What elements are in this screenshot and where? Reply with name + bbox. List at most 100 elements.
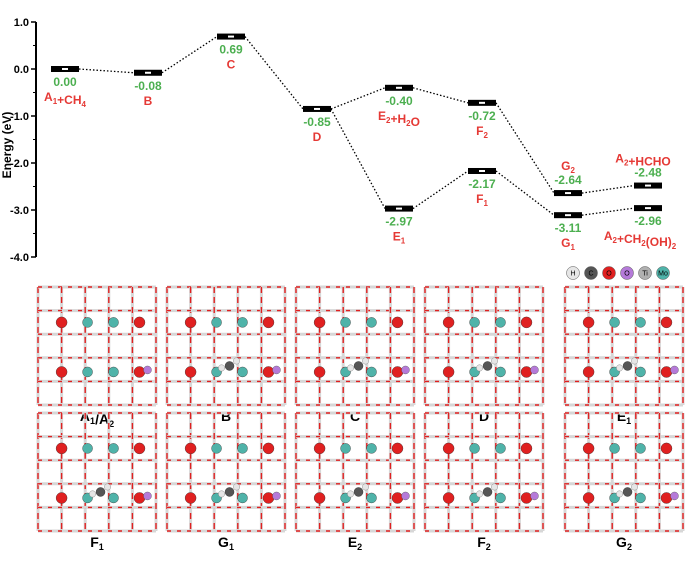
o-atom xyxy=(442,442,455,455)
state-label-E2H2O: E2+H2O xyxy=(378,109,420,129)
h-atom xyxy=(89,490,96,498)
c-atom xyxy=(482,487,493,497)
structure-panel-label: G1 xyxy=(218,534,234,552)
o-atom xyxy=(313,366,326,378)
o-ti-atom xyxy=(530,491,539,501)
mo-atom xyxy=(211,443,222,454)
legend-atom-label: O xyxy=(606,271,612,278)
state-value-G1: -3.11 xyxy=(555,221,582,235)
legend-atom-c-icon xyxy=(584,266,598,280)
o-atom xyxy=(184,316,197,329)
mo-atom xyxy=(366,492,377,504)
y-axis: 1.00.0-1.0-2.0-3.0-4.0 xyxy=(10,17,37,264)
o-atom xyxy=(184,366,197,378)
connector-B-C xyxy=(161,36,218,74)
state-label-E1: E1 xyxy=(393,230,406,246)
h-atom xyxy=(362,357,369,365)
o-atom xyxy=(55,492,68,504)
state-label-A1CH4: A1+CH4 xyxy=(44,90,86,109)
o-ti-atom xyxy=(272,365,281,375)
structure-panel-label: F2 xyxy=(477,534,491,552)
structure-panel-label: G2 xyxy=(616,534,632,552)
legend-atom-mo-icon xyxy=(656,266,670,280)
o-atom xyxy=(391,316,404,329)
mo-atom xyxy=(366,366,377,378)
level-gap-A2HCHO xyxy=(645,184,651,187)
mo-atom xyxy=(635,492,646,504)
state-value-B: -0.08 xyxy=(134,79,162,93)
energy-levels xyxy=(51,33,662,219)
o-ti-atom xyxy=(272,491,281,501)
mo-atom xyxy=(495,366,506,378)
legend-atom-label: C xyxy=(588,271,593,278)
o-atom xyxy=(391,492,404,504)
h-atom xyxy=(616,364,623,372)
mo-atom xyxy=(108,492,119,504)
mo-atom xyxy=(635,366,646,378)
o-ti-atom xyxy=(143,491,152,501)
o-atom xyxy=(442,492,455,504)
structure-panel-label: C xyxy=(350,408,360,424)
h-atom xyxy=(218,490,225,498)
h-atom xyxy=(347,490,354,498)
connector-A1CH4-B xyxy=(78,68,135,74)
state-value-F1: -2.17 xyxy=(468,177,496,191)
mo-atom xyxy=(340,443,351,454)
connector-F2-G2 xyxy=(495,102,555,194)
o-atom xyxy=(660,492,673,504)
h-atom xyxy=(631,357,638,365)
state-value-G2: -2.64 xyxy=(554,173,582,187)
h-atom xyxy=(616,490,623,498)
connectors xyxy=(78,36,635,216)
connector-D-E1 xyxy=(330,108,386,209)
h-atom xyxy=(233,483,240,491)
o-ti-atom xyxy=(530,365,539,375)
o-atom xyxy=(133,366,146,378)
c-atom xyxy=(353,487,364,497)
legend-atom-ti-icon xyxy=(638,266,652,280)
o-atom xyxy=(55,442,68,455)
mo-atom xyxy=(469,317,480,328)
state-value-E1: -2.97 xyxy=(385,215,413,229)
energy-profile-chart: 1.00.0-1.0-2.0-3.0-4.0 Energy (eV) 0.00A… xyxy=(0,17,677,264)
o-atom xyxy=(660,366,673,378)
connector-D-E2H2O xyxy=(330,87,386,110)
o-atom xyxy=(391,366,404,378)
state-value-F2: -0.72 xyxy=(468,109,496,123)
c-atom xyxy=(622,361,633,371)
o-atom xyxy=(391,442,404,455)
state-value-D: -0.85 xyxy=(303,115,331,129)
level-gap-A1CH4 xyxy=(62,68,68,70)
legend-atom-h-icon xyxy=(566,266,580,280)
o-atom xyxy=(582,492,595,504)
h-atom xyxy=(233,357,240,365)
y-tick-label: -1.0 xyxy=(10,111,29,123)
o-atom xyxy=(582,316,595,329)
o-atom xyxy=(582,366,595,378)
o-atom xyxy=(520,366,533,378)
o-atom xyxy=(660,316,673,329)
level-gap-D xyxy=(314,107,320,110)
mo-atom xyxy=(495,492,506,504)
state-label-G1: G1 xyxy=(561,236,575,252)
mo-atom xyxy=(635,317,646,328)
level-gap-G2 xyxy=(565,192,571,195)
state-label-F1: F1 xyxy=(476,192,488,208)
level-labels: 0.00A1+CH4-0.08B0.69C-0.85D-0.40E2+H2O-2… xyxy=(44,43,677,253)
mo-atom xyxy=(340,317,351,328)
o-atom xyxy=(520,316,533,329)
o-atom xyxy=(520,492,533,504)
mo-atom xyxy=(82,366,93,378)
legend-atom-label: Ti xyxy=(642,271,648,278)
structure-panel-0: A1/A2 xyxy=(36,285,158,429)
structure-panel-label: D xyxy=(479,408,489,424)
o-atom xyxy=(133,316,146,329)
structure-panel-1: B xyxy=(165,285,287,424)
connector-E2H2O-F2 xyxy=(412,87,469,104)
level-gap-F1 xyxy=(479,169,485,172)
c-atom xyxy=(622,487,633,497)
legend-atom-label: Mo xyxy=(658,271,668,278)
state-label-A2CH2OH2: A2+CH2(OH)2 xyxy=(604,229,677,251)
state-value-A2HCHO: -2.48 xyxy=(634,166,662,180)
